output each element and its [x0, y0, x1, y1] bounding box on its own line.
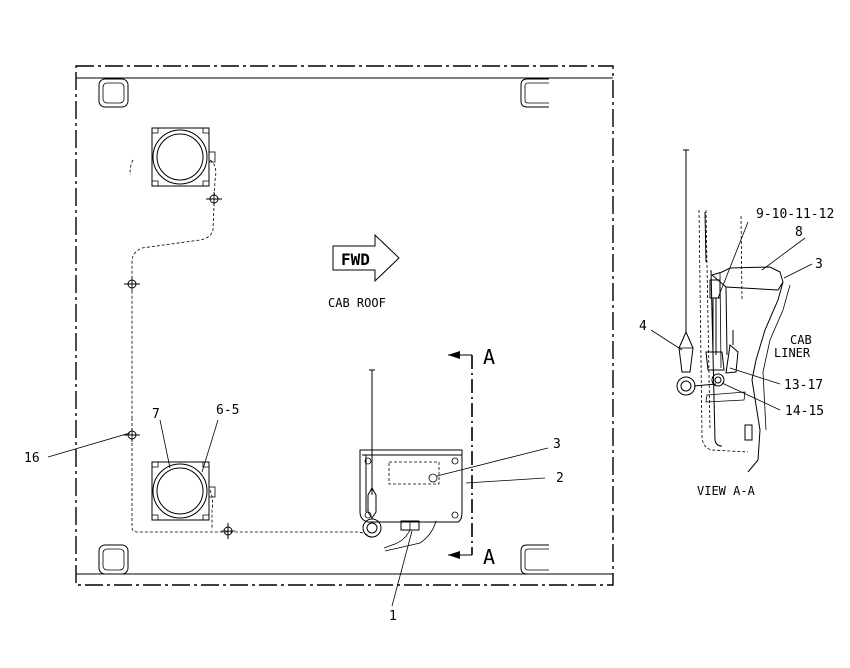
callout-1: 1: [389, 609, 397, 624]
callout-7: 7: [152, 407, 160, 422]
wire-clip: [206, 192, 222, 206]
fwd-arrow: FWD: [332, 233, 400, 283]
section-line-a-a: [448, 351, 473, 559]
wire-clip: [124, 428, 140, 442]
callout-4: 4: [639, 319, 647, 334]
speaker-top: [151, 127, 216, 187]
callout-16: 16: [24, 451, 40, 466]
corner-bracket-bottom-right: [520, 544, 549, 575]
callout-14-15: 14-15: [785, 404, 824, 419]
fwd-label: FWD: [341, 250, 370, 269]
speaker-bottom: [151, 461, 216, 521]
callout-6-5: 6-5: [216, 403, 239, 418]
cab-roof-panel: [75, 65, 614, 586]
leader-lines: [47, 221, 813, 607]
callout-3-view: 3: [815, 257, 823, 272]
cab-liner-label-2: LINER: [774, 346, 811, 360]
view-a-a: [676, 149, 791, 473]
wire-clip: [124, 277, 140, 291]
callout-9-10-11-12: 9-10-11-12: [756, 207, 834, 222]
cab-roof-label: CAB ROOF: [328, 296, 386, 310]
section-marker-top: A: [483, 345, 495, 369]
corner-bracket-bottom-left: [98, 544, 129, 575]
callout-3-main: 3: [553, 437, 561, 452]
view-a-a-label: VIEW A-A: [697, 484, 756, 498]
wiring-harness: [129, 159, 373, 539]
cab-liner-label-1: CAB: [790, 333, 812, 347]
section-marker-bottom: A: [483, 545, 495, 569]
callout-13-17: 13-17: [784, 378, 823, 393]
callout-8: 8: [795, 225, 803, 240]
antenna-main: [362, 369, 382, 538]
radio-unit: [359, 449, 463, 552]
wire-clip: [221, 523, 235, 539]
corner-bracket-top-left: [98, 78, 129, 108]
callout-2: 2: [556, 471, 564, 486]
corner-bracket-top-right: [520, 78, 549, 108]
